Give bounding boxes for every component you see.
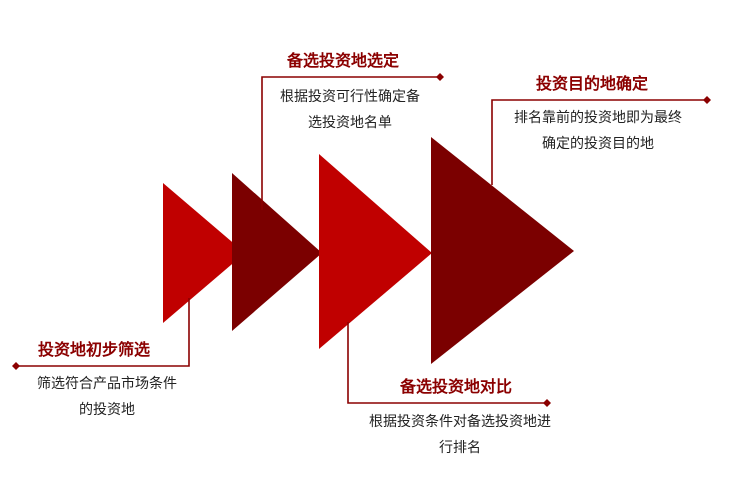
step-1-connector [16,298,190,367]
step-1-arrow [163,183,245,323]
step-4-marker [703,96,711,104]
step-4-arrow [431,137,574,364]
step-3-desc-line-2: 行排名 [439,440,481,456]
step-3-marker [543,399,551,407]
step-3-desc-line-1: 根据投资条件对备选投资地进 [369,414,551,430]
step-2-desc-line-1: 根据投资可行性确定备 [280,89,420,105]
step-4-desc-line-2: 确定的投资目的地 [542,136,654,152]
step-2-title: 备选投资地选定 [287,51,400,70]
step-1-title: 投资地初步筛选 [38,340,151,359]
step-1-description: 筛选符合产品市场条件 的投资地 [14,371,200,423]
step-2-connector [261,76,440,210]
step-2-marker [436,73,444,81]
step-2-desc-line-2: 选投资地名单 [308,115,392,131]
step-4-description: 排名靠前的投资地即为最终 确定的投资目的地 [490,105,706,157]
step-3-description: 根据投资条件对备选投资地进 行排名 [340,409,580,461]
step-1-marker [12,362,20,370]
step-2-arrow [232,173,322,331]
step-3-connector [347,322,547,404]
step-4-title: 投资目的地确定 [536,74,649,93]
step-1-desc-line-1: 筛选符合产品市场条件 [37,376,177,392]
step-4-connector [491,99,707,185]
step-4-desc-line-1: 排名靠前的投资地即为最终 [514,110,682,126]
step-3-title: 备选投资地对比 [400,377,513,396]
step-1-desc-line-2: 的投资地 [79,402,135,418]
step-3-arrow [319,154,432,349]
step-2-description: 根据投资可行性确定备 选投资地名单 [260,84,440,136]
